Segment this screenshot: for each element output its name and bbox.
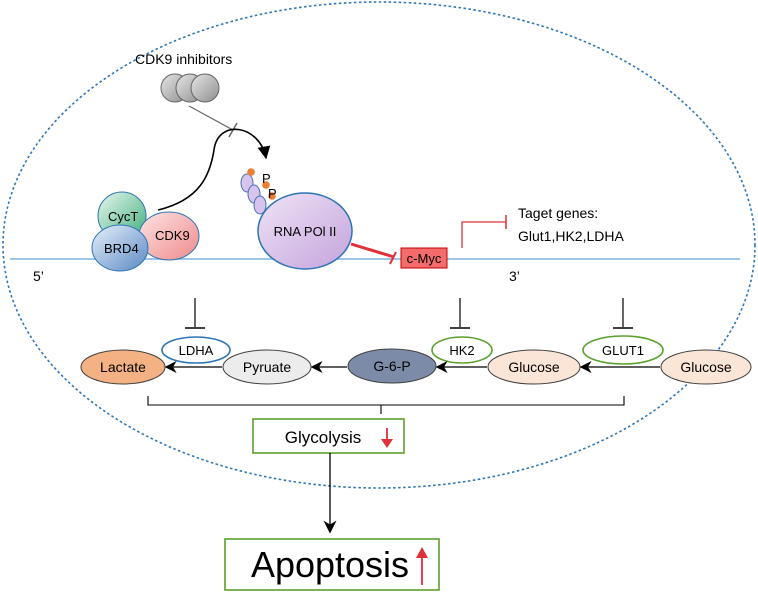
apoptosis-box (224, 538, 440, 591)
cmyc-box (400, 247, 448, 269)
pyruate-label: Pyruate (243, 359, 291, 375)
glucose-extracellular-label: Glucose (680, 359, 732, 375)
ctd-repeats (240, 173, 267, 215)
glut1-node (582, 335, 664, 365)
phosphorylation-arrow (157, 128, 271, 211)
inhibitor-blocks-elongation (188, 105, 238, 138)
pol-ii-body (257, 192, 353, 270)
ptefb-complex: CycT CDK9 BRD4 (91, 191, 200, 272)
apoptosis-up-arrow (416, 547, 428, 585)
brd4-label: BRD4 (104, 241, 139, 256)
glycolysis-down-arrow (381, 428, 393, 448)
target-genes-list: Glut1,HK2,LDHA (518, 228, 624, 244)
brd4-protein (91, 224, 149, 272)
phospho-label-2: P (268, 186, 277, 201)
lactate-label: Lactate (100, 359, 146, 375)
rna-polymerase: P P P RNA POl II (240, 168, 353, 270)
cdk9-label: CDK9 (155, 228, 190, 243)
hk2-node (431, 336, 493, 364)
hk2-inhibition (450, 298, 470, 329)
phosphate-groups (247, 168, 276, 200)
ldha-label: LDHA (179, 343, 214, 358)
cyct-label: CycT (108, 209, 138, 224)
ldha-inhibition (185, 298, 205, 329)
three-prime-label: 3’ (509, 268, 520, 284)
pathway-brace (147, 396, 625, 414)
five-prime-label: 5’ (33, 268, 44, 284)
phospho-label-1: P (262, 171, 271, 186)
ldha-node (161, 336, 231, 364)
target-genes-title: Taget genes: (518, 205, 598, 221)
pol-ii-label: RNA POl II (274, 224, 337, 239)
glut1-label: GLUT1 (602, 343, 644, 358)
apoptosis-label: Apoptosis (251, 544, 409, 585)
glycolysis-label: Glycolysis (285, 428, 362, 447)
cmyc-label: c-Myc (407, 251, 442, 266)
inhibitor-molecules (160, 73, 220, 103)
g6p-label: G-6-P (373, 358, 410, 374)
glucose-intracellular-label: Glucose (508, 359, 560, 375)
cmyc-to-targets-line (461, 221, 506, 248)
inhibitor-label: CDK9 inhibitors (135, 51, 232, 67)
polii-to-cmyc-inhibition (350, 242, 397, 265)
glucose-extracellular-node (660, 349, 752, 385)
glut1-inhibition (613, 298, 633, 329)
glycolysis-box (252, 418, 405, 454)
hk2-label: HK2 (449, 343, 474, 358)
cell-boundary (2, 1, 756, 489)
